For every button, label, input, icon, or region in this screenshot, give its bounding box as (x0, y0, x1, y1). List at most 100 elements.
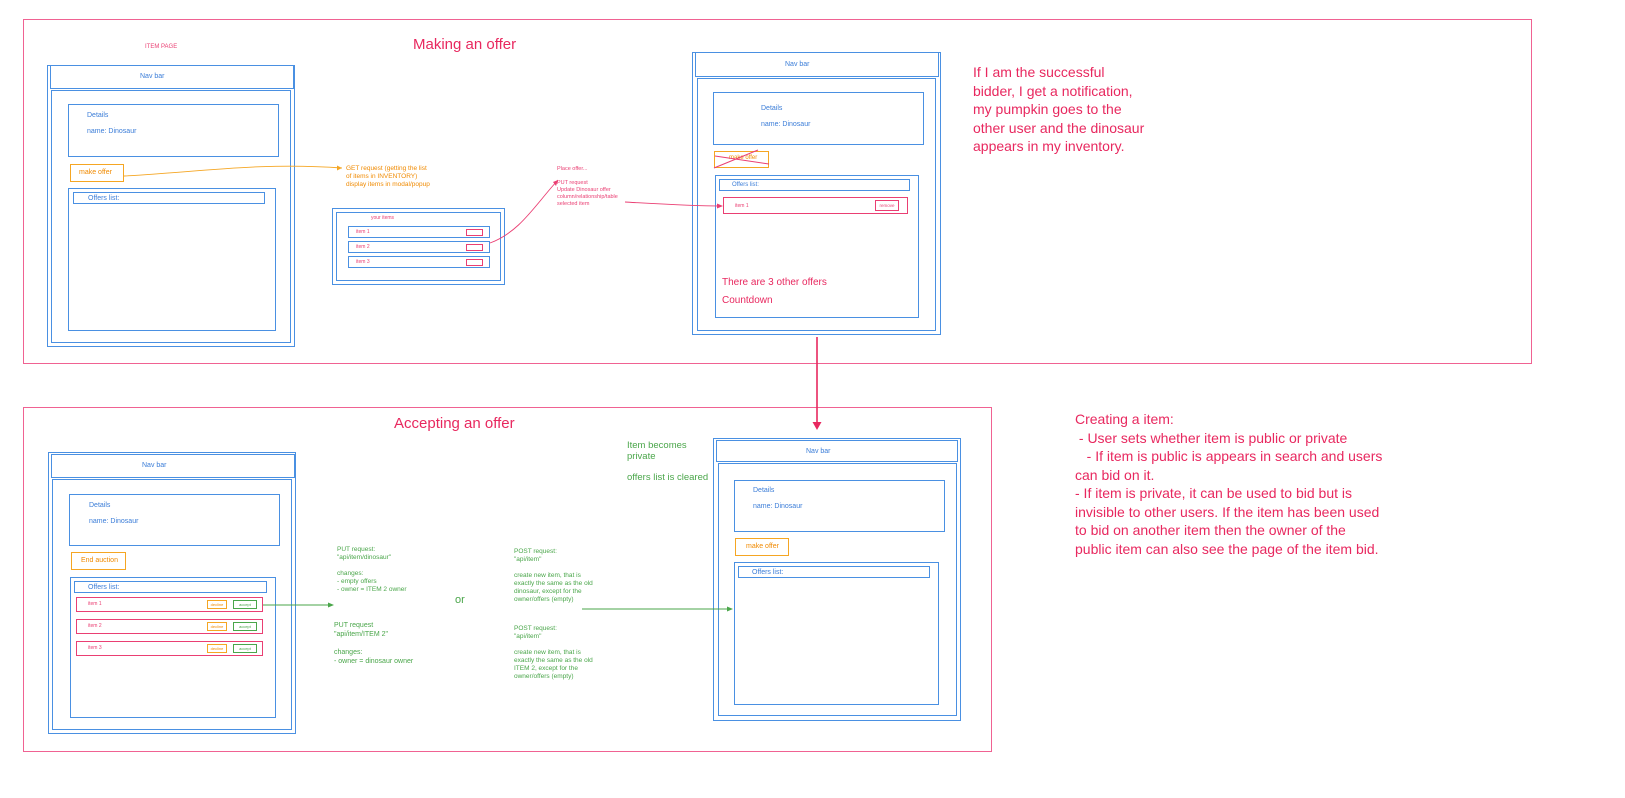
navbar-label: Nav bar (142, 462, 167, 469)
decline-label: decline (210, 602, 224, 607)
end-auction-button[interactable]: End auction (71, 552, 126, 570)
modal-row[interactable] (348, 226, 490, 238)
make-offer-button[interactable]: make offer (70, 164, 124, 182)
item-page-after-offer-inner (697, 78, 936, 331)
arrowhead (553, 180, 558, 186)
make-offer-label: make offer (79, 169, 112, 176)
offer-row (76, 641, 263, 656)
offer-row[interactable] (723, 197, 908, 214)
make-offer-label: make offer (729, 155, 758, 161)
modal-row[interactable] (348, 256, 490, 268)
offers-list-label: Offers list: (88, 584, 120, 591)
accepting-offer-frame (23, 407, 992, 752)
make-offer-to-get-arrow (123, 165, 343, 177)
modal-to-put-arrow (489, 179, 559, 244)
item-name: name: Dinosaur (761, 121, 811, 128)
decline-label: decline (210, 646, 224, 651)
decline-button[interactable]: decline (207, 600, 227, 609)
navbar-label: Nav bar (806, 448, 831, 455)
accept-label: accept (239, 646, 251, 651)
modal-row-select[interactable] (466, 259, 483, 266)
making-offer-frame (23, 19, 1532, 364)
owner-item-page (48, 452, 296, 734)
item-page-label: ITEM PAGE (145, 44, 178, 50)
accept-button[interactable]: accept (233, 644, 257, 653)
decline-button[interactable]: decline (207, 644, 227, 653)
offers-list-label: Offers list: (88, 195, 120, 202)
item-page-inner (51, 90, 291, 343)
accept-label: accept (239, 602, 251, 607)
accept-label: accept (239, 624, 251, 629)
offer-row (76, 597, 263, 612)
put-to-offer-arrow (624, 201, 723, 207)
details-card (734, 480, 945, 532)
end-auction-label: End auction (81, 557, 118, 564)
navbar[interactable] (51, 454, 295, 478)
offer-row (76, 619, 263, 634)
offers-list-header (73, 192, 265, 204)
navbar[interactable] (50, 65, 294, 89)
offers-list-panel (715, 175, 919, 318)
successful-bidder-note: If I am the successful bidder, I get a n… (973, 64, 1145, 154)
offers-list-panel (734, 562, 939, 705)
offers-list-panel (68, 188, 276, 331)
modal-row-select[interactable] (466, 229, 483, 236)
arrowhead (812, 422, 822, 430)
offer-row-label: item 1 (88, 601, 102, 607)
cross-line (714, 155, 770, 165)
modal-row[interactable] (348, 241, 490, 253)
arrowhead (328, 602, 334, 608)
place-offer-note: Place offer... PUT request Update Dinosa… (557, 166, 618, 207)
accept-button[interactable]: accept (233, 600, 257, 609)
offers-list-cleared: offers list is cleared (627, 472, 709, 483)
modal-row-label: item 3 (356, 259, 370, 265)
item-name: name: Dinosaur (89, 518, 139, 525)
modal-row-select[interactable] (466, 244, 483, 251)
details-label: Details (761, 105, 783, 112)
item-becomes-private: Item becomes private (627, 440, 687, 462)
details-card (68, 104, 279, 157)
details-label: Details (87, 112, 109, 119)
offers-list-header (738, 566, 930, 578)
make-offer-button-crossed[interactable]: make offer (714, 151, 769, 168)
accept-button[interactable]: accept (233, 622, 257, 631)
making-offer-title: Making an offer (413, 36, 517, 53)
details-label: Details (89, 502, 111, 509)
countdown-text: Countdown (722, 295, 773, 306)
navbar-label: Nav bar (785, 61, 810, 68)
post-request-item2: POST request: "api/item" create new item… (514, 625, 593, 680)
item-page-after-accept (713, 438, 961, 721)
arrowhead (727, 606, 733, 612)
post-request-dinosaur: POST request: "api/item" create new item… (514, 548, 593, 603)
offers-list-header (74, 581, 267, 593)
remove-offer-button[interactable]: remove (875, 200, 899, 211)
navbar-label: Nav bar (140, 73, 165, 80)
decline-label: decline (210, 624, 224, 629)
inventory-modal (332, 208, 505, 285)
modal-row-label: item 1 (356, 229, 370, 235)
details-card (69, 494, 280, 546)
make-offer-button[interactable]: make offer (735, 538, 789, 556)
offers-list-panel (70, 577, 276, 718)
remove-offer-label: remove (879, 203, 895, 208)
inventory-modal-inner (336, 212, 501, 281)
put-request-item2: PUT request "api/item/ITEM 2" changes: -… (334, 622, 414, 665)
modal-title: your items (371, 215, 395, 221)
offer-row-label: item 2 (88, 623, 102, 629)
item-name: name: Dinosaur (753, 503, 803, 510)
item-page-after-accept-inner (718, 463, 957, 716)
navbar[interactable] (716, 440, 958, 462)
offers-list-header (719, 179, 910, 191)
decline-button[interactable]: decline (207, 622, 227, 631)
put-request-dinosaur: PUT request: "api/item/dinosaur" changes… (337, 546, 407, 593)
other-offers-text: There are 3 other offers (722, 277, 827, 288)
offer-row-label: item 3 (88, 645, 102, 651)
offers-list-label: Offers list: (732, 182, 759, 188)
creating-item-note: Creating a item: - User sets whether ite… (1075, 411, 1383, 557)
details-label: Details (753, 487, 775, 494)
details-card (713, 92, 924, 145)
navbar[interactable] (695, 52, 939, 77)
modal-row-label: item 2 (356, 244, 370, 250)
accepting-offer-title: Accepting an offer (394, 415, 515, 432)
